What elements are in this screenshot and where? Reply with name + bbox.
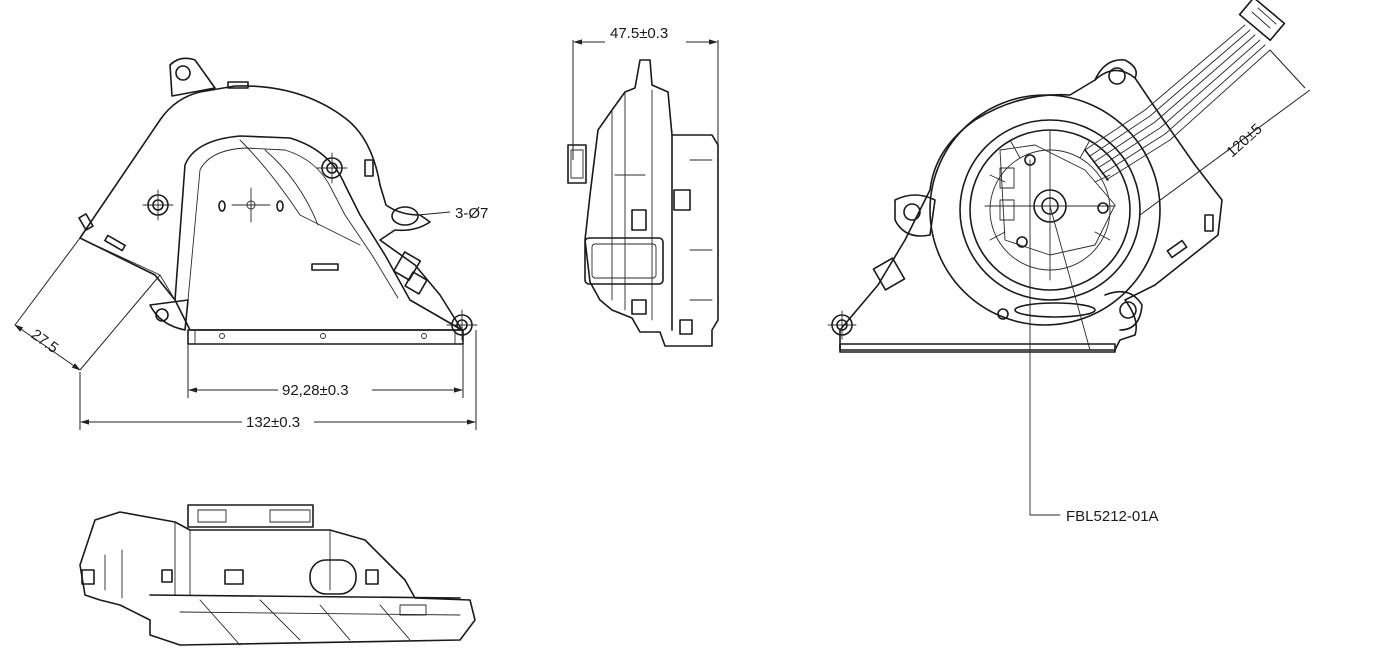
base-width-label: 92,28±0.3 xyxy=(282,382,349,399)
rear-view: 120±5 FBL5212-01A xyxy=(827,0,1311,525)
front-view: 3-Ø7 27.5 92,28±0.3 132±0.3 xyxy=(14,57,488,431)
angle-edge-label: 27.5 xyxy=(28,326,62,357)
part-number-label: FBL5212-01A xyxy=(1066,508,1159,525)
hole-callout-label: 3-Ø7 xyxy=(455,205,488,222)
overall-width-label: 132±0.3 xyxy=(246,414,300,431)
cable-length-label: 120±5 xyxy=(1223,120,1265,160)
side-view: 47.5±0.3 xyxy=(567,25,719,347)
bottom-view xyxy=(79,504,476,646)
depth-label: 47.5±0.3 xyxy=(610,25,668,42)
